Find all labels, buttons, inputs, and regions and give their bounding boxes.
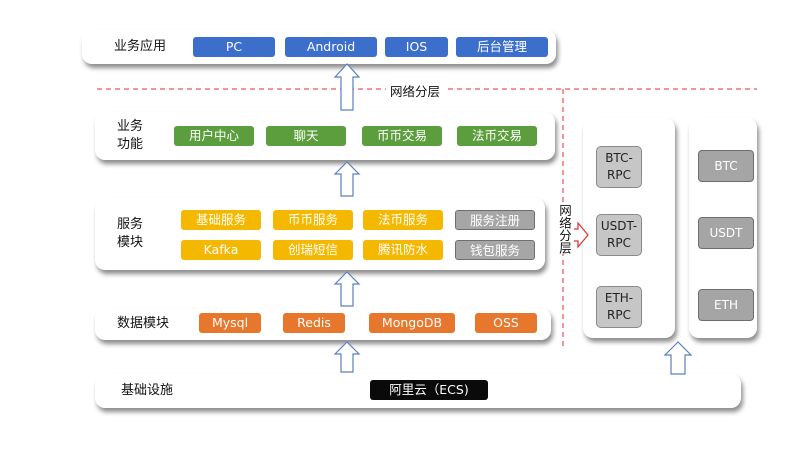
app-chip-ios: IOS (385, 37, 448, 57)
business-func-label-1: 业务 (117, 119, 144, 134)
func-chip-coin-trade: 币币交易 (362, 126, 442, 146)
up-arrow-to-func (333, 161, 361, 197)
up-arrow-to-service (333, 271, 361, 307)
network-layer-caption: 网络分层 (386, 81, 445, 100)
func-chip-user-center: 用户中心 (174, 126, 254, 146)
rpc-box-usdt: USDT- RPC (596, 214, 642, 256)
data-chip-mysql: Mysql (199, 313, 261, 333)
func-chip-fiat-trade: 法币交易 (457, 126, 537, 146)
service-chip-wallet: 钱包服务 (455, 240, 535, 260)
service-chip-sms: 创瑞短信 (273, 240, 353, 260)
infra-label: 基础设施 (121, 383, 174, 398)
app-chip-android: Android (285, 37, 377, 57)
data-chip-redis: Redis (283, 313, 345, 333)
data-chip-mongodb: MongoDB (369, 313, 455, 333)
up-arrow-to-app (333, 63, 361, 111)
coin-box-eth: ETH (698, 289, 754, 321)
data-label: 数据模块 (117, 316, 170, 331)
service-label-2: 模块 (117, 235, 144, 250)
service-chip-fiat: 法币服务 (363, 210, 443, 230)
data-chip-oss: OSS (475, 313, 537, 333)
service-chip-coin: 币币服务 (273, 210, 353, 230)
service-chip-base: 基础服务 (181, 210, 261, 230)
rpc-box-eth-line1: ETH- (604, 291, 634, 305)
rpc-box-eth: ETH- RPC (596, 286, 642, 328)
rpc-box-btc: BTC- RPC (596, 146, 642, 188)
network-layer-vertical-caption: 网络分层 (555, 204, 574, 254)
coin-box-usdt: USDT (698, 217, 754, 249)
rpc-box-usdt-line1: USDT- (600, 219, 638, 233)
coin-box-btc: BTC (698, 150, 754, 182)
business-app-label: 业务应用 (114, 39, 167, 54)
up-arrow-to-data (333, 341, 361, 373)
app-chip-admin: 后台管理 (456, 37, 548, 57)
func-chip-chat: 聊天 (266, 126, 346, 146)
rpc-box-eth-line2: RPC (607, 308, 631, 322)
up-arrow-to-rpc (663, 341, 693, 375)
rpc-box-btc-line1: BTC- (605, 151, 633, 165)
app-chip-pc: PC (193, 37, 275, 57)
service-label-1: 服务 (117, 217, 144, 232)
rpc-box-usdt-line2: RPC (607, 236, 631, 250)
infra-chip-aliyun: 阿里云（ECS) (370, 380, 488, 400)
service-chip-tencent: 腾讯防水 (363, 240, 443, 260)
service-chip-registry: 服务注册 (455, 210, 535, 230)
rpc-box-btc-line2: RPC (607, 168, 631, 182)
business-func-label-2: 功能 (117, 137, 144, 152)
service-chip-kafka: Kafka (181, 240, 261, 260)
